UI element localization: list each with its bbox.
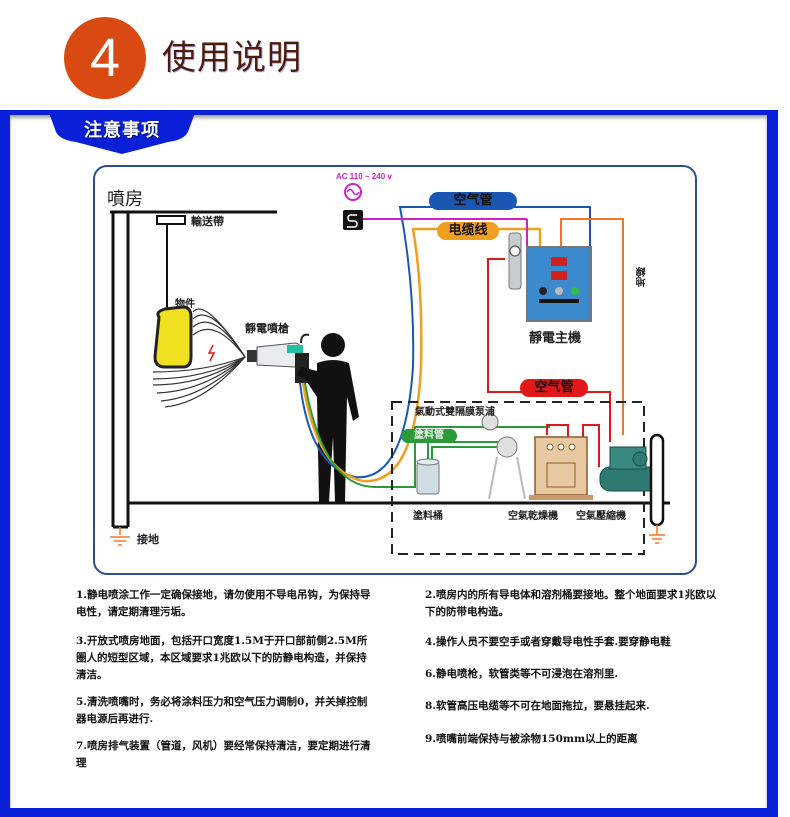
air-compressor-icon	[599, 446, 661, 492]
wiring-diagram: 噴房 輸送帶 物件 靜電噴槍 接地 AC 110 ~ 240 v 空气管 电缆线…	[93, 165, 697, 575]
spray-pattern-icon	[152, 308, 246, 408]
air-pipe-red-label: 空气管	[520, 379, 588, 397]
air-filter-icon	[508, 232, 522, 290]
conveyor-icon	[156, 215, 186, 225]
paint-pipe-label: 塗料管	[401, 429, 457, 443]
note-item-2: 2.喷房内的所有导电体和溶剂桶要接地。整个地面要求1兆欧以下的防带电构造。	[425, 589, 717, 618]
diagram-graphics	[110, 183, 670, 555]
air-compressor-label: 空氣壓縮機	[576, 511, 626, 522]
ground-left-label: 接地	[137, 533, 159, 546]
workpiece-label: 物件	[175, 299, 195, 310]
note-item-4: 4.操作人员不要空手或者穿戴导电性手套.要穿静电鞋	[425, 636, 671, 648]
note-item-8: 8.软管高压电缆等不可在地面拖拉，要悬挂起来.	[425, 700, 650, 712]
power-spec-label: AC 110 ~ 240 v	[336, 172, 392, 181]
section-tab: 注意事项	[48, 110, 196, 154]
ac-wave-icon	[344, 183, 362, 201]
air-pipe-blue	[299, 206, 591, 479]
static-spark-icon	[207, 344, 216, 362]
air-pipe-blue-label: 空气管	[429, 192, 517, 210]
ground-wire	[560, 218, 624, 435]
air-dryer-label: 空氣乾燥機	[508, 511, 558, 522]
section-tab-label: 注意事项	[84, 120, 160, 141]
spray-gun-label: 靜電噴槍	[245, 322, 289, 335]
note-item-3: 3.开放式喷房地面，包括开口宽度1.5M于开口部前侧2.5M所圈人的短型区域，本…	[76, 635, 368, 681]
controller-unit-icon	[526, 246, 592, 322]
ground-wire-label: 地線	[637, 267, 648, 287]
booth-label: 噴房	[107, 189, 143, 210]
controller-label: 靜電主機	[529, 331, 582, 346]
page-title: 使用说明	[162, 38, 302, 78]
air-dryer-icon	[529, 436, 593, 500]
note-item-5: 5.清洗喷嘴时，务必将涂料压力和空气压力调制0，并关掉控制器电源后再进行.	[76, 696, 368, 725]
diaphragm-pump-icon	[481, 413, 526, 500]
paint-bucket-label: 塗料桶	[413, 511, 443, 522]
note-item-7: 7.喷房排气装置（管道，风机）要经常保持清洁，要定期进行清理	[76, 740, 371, 769]
note-item-6: 6.静电喷枪，软管类等不可浸泡在溶剂里.	[425, 668, 619, 680]
paint-pipe-green	[304, 382, 550, 488]
note-item-1: 1.静电喷涂工作一定确保接地，请勿使用不导电吊钩，为保持导电性，请定期清理污垢。	[76, 589, 371, 618]
cable-label: 电缆线	[437, 222, 499, 240]
air-pipe-red	[487, 258, 611, 442]
plug-icon	[343, 210, 363, 230]
ground-symbol-icon-left	[110, 536, 130, 546]
workpiece-icon	[153, 305, 193, 369]
ground-rod-icon	[649, 433, 665, 527]
step-number-badge: 4	[64, 17, 146, 99]
operator-figure-icon	[297, 333, 359, 502]
paint-bucket-icon	[416, 458, 440, 495]
tab-ribbon-shape	[48, 110, 196, 154]
note-item-9: 9.喷嘴前端保持与被涂物150mm以上的距离	[425, 733, 638, 745]
pump-label: 氣動式雙隔膜泵浦	[415, 407, 495, 418]
conveyor-label: 輸送帶	[191, 215, 224, 228]
ground-symbol-icon-right	[649, 534, 665, 544]
page-header: 4 使用说明	[0, 0, 790, 110]
